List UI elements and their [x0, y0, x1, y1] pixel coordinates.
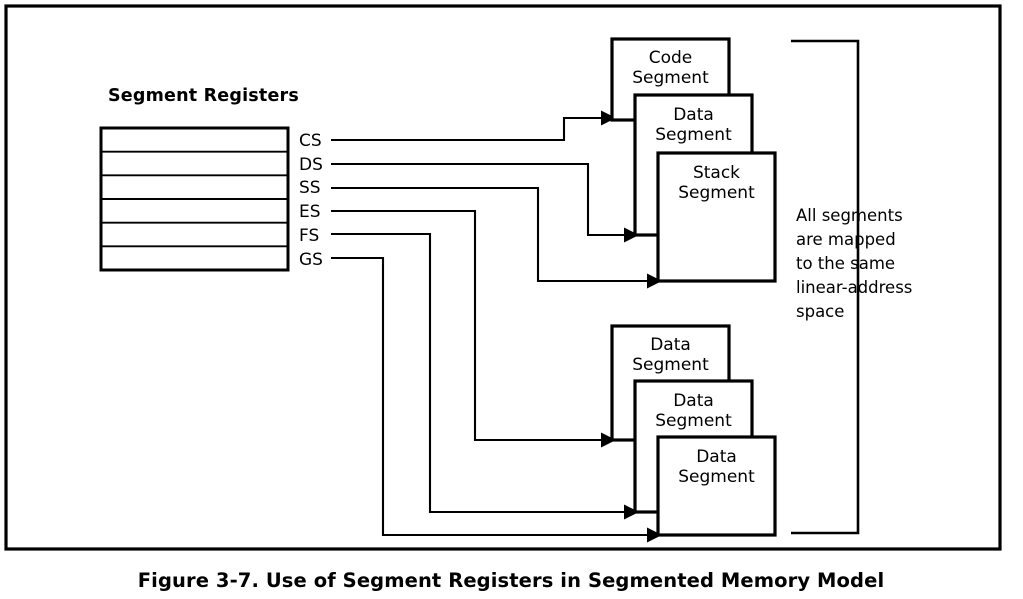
code-segment-label-line2: Segment [632, 68, 709, 88]
data-segment-upper-label-line1: Data [673, 105, 714, 125]
register-label-ss: SS [299, 178, 321, 198]
register-label-cs: CS [299, 131, 322, 151]
stack-segment-box [656, 151, 777, 283]
stack-segment-label-line1: Stack [693, 163, 740, 183]
segment-registers-title: Segment Registers [108, 86, 299, 106]
arrow-head-cs [601, 110, 616, 126]
register-label-fs: FS [299, 226, 319, 246]
connector-es [331, 209, 601, 442]
arrow-head-es [601, 432, 616, 448]
arrow-head-ds [624, 227, 639, 243]
connector-gs [331, 256, 647, 537]
data-segment-lower-3-box [656, 435, 777, 537]
code-segment-label-line1: Code [649, 48, 693, 68]
register-label-es: ES [299, 202, 321, 222]
note-line-3: to the same [796, 254, 895, 273]
data-segment-lower-3-label-line2: Segment [678, 467, 755, 487]
note-line-5: space [796, 302, 844, 321]
data-segment-lower-2-label-line2: Segment [655, 411, 732, 431]
data-segment-lower-1-label-line2: Segment [632, 355, 709, 375]
data-segment-lower-3-label-line1: Data [696, 447, 737, 467]
connector-ds [331, 162, 624, 237]
connector-fs [331, 232, 624, 514]
note-line-1: All segments [796, 206, 903, 225]
data-segment-lower-1-label-line1: Data [650, 335, 691, 355]
arrow-head-fs [624, 504, 639, 520]
note-line-2: are mapped [796, 230, 896, 249]
figure-caption: Figure 3-7. Use of Segment Registers in … [138, 569, 884, 592]
data-segment-lower-2-label-line1: Data [673, 391, 714, 411]
note-line-4: linear-address [796, 278, 912, 297]
arrow-head-ss [647, 273, 662, 289]
register-label-gs: GS [299, 250, 323, 270]
stack-segment-label-line2: Segment [678, 183, 755, 203]
linear-address-bracket [791, 39, 860, 535]
register-label-ds: DS [299, 155, 323, 175]
figure-frame [4, 4, 1002, 551]
arrow-head-gs [647, 527, 662, 543]
connector-cs [331, 116, 601, 142]
data-segment-upper-label-line2: Segment [655, 125, 732, 145]
connector-ss [331, 186, 647, 283]
